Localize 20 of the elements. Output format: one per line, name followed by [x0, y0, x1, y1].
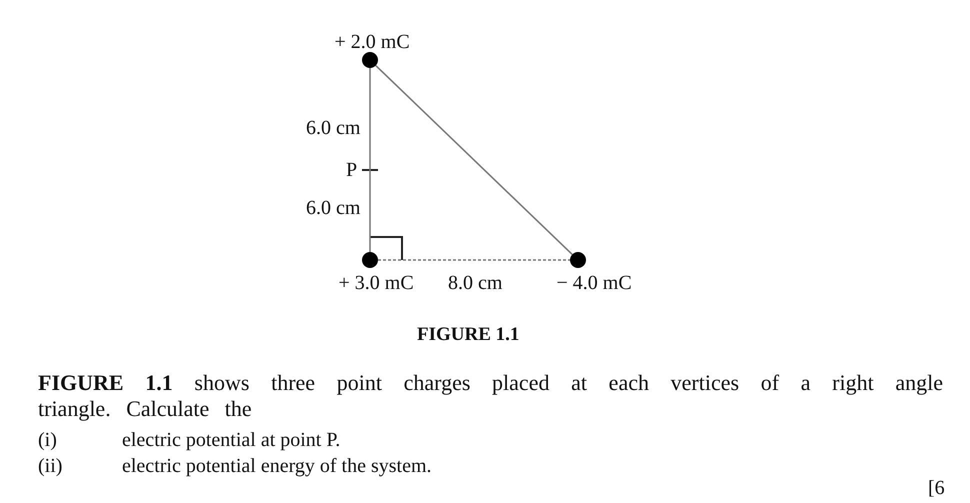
point-label: P [346, 158, 358, 182]
dimension-label: 6.0 cm [306, 196, 360, 220]
item-number: (ii) [38, 454, 62, 478]
point-charge [362, 52, 378, 68]
marks-note: [6 [928, 476, 945, 500]
item-number: (i) [38, 428, 57, 452]
triangle-side [369, 68, 371, 252]
dimension-label: 8.0 cm [448, 271, 502, 295]
charge-label: + 2.0 mC [334, 30, 410, 54]
triangle-side [378, 259, 570, 261]
figure-caption: FIGURE 1.1 [417, 324, 520, 346]
charge-label: + 3.0 mC [338, 271, 414, 295]
question-item: electric potential at point P. [122, 428, 340, 452]
point-charge [570, 252, 586, 268]
triangle-side [375, 65, 573, 255]
point-charge [362, 252, 378, 268]
charge-label: − 4.0 mC [556, 271, 632, 295]
question-text: FIGURE 1.1 shows three point charges placed at each vertices of a right angle triangle. Calculate the [38, 370, 943, 422]
question-item: electric potential energy of the system. [122, 454, 432, 478]
dimension-label: 6.0 cm [306, 116, 360, 140]
